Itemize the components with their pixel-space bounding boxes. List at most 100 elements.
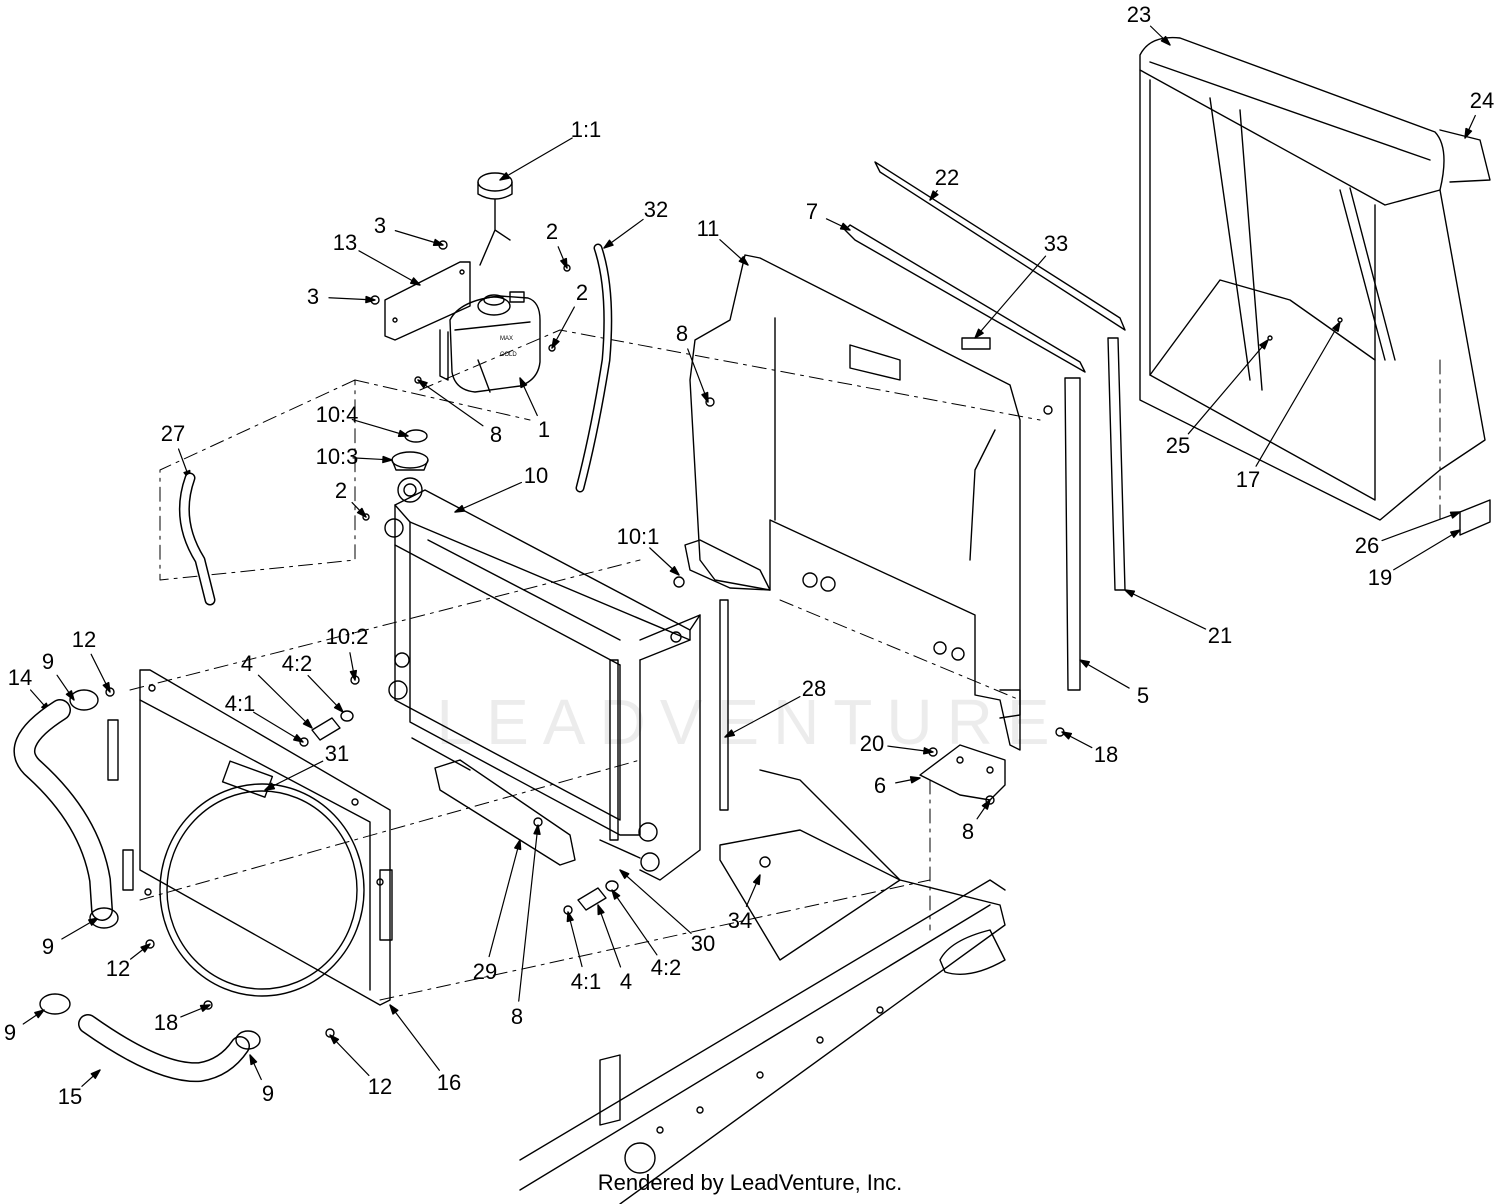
seal-strips <box>844 161 1126 691</box>
assembly-dash-lines <box>129 329 1441 1001</box>
leader-arrowhead <box>302 718 313 729</box>
callout-label: 4 <box>240 651 254 676</box>
watermark: LEADVENTURE <box>436 686 1064 758</box>
fittings <box>299 710 619 915</box>
leader-arrowhead <box>551 337 560 349</box>
callout-label: 20 <box>859 731 885 756</box>
callout-label: 5 <box>1136 683 1150 708</box>
svg-text:MAX: MAX <box>500 336 513 342</box>
leader-line <box>257 674 313 729</box>
leader-arrowhead <box>432 238 444 246</box>
leader-arrowhead <box>90 1069 101 1079</box>
reservoir-cap <box>477 172 513 266</box>
leader-arrowhead <box>701 391 709 403</box>
callout-label: 6 <box>873 773 887 798</box>
leader-arrowhead <box>1464 127 1473 139</box>
leader-arrowhead <box>981 799 991 810</box>
callout-label: 12 <box>71 627 97 652</box>
fan-shroud <box>107 669 393 1006</box>
radiator-mount-frame <box>684 254 1021 751</box>
callout-label: 33 <box>1043 231 1069 256</box>
leader-line <box>597 904 622 968</box>
radiator-lower-bracket <box>434 759 576 866</box>
leader-arrowhead <box>349 669 358 681</box>
callout-label: 17 <box>1235 467 1261 492</box>
coolant-reservoir: MAX COLD <box>449 291 541 393</box>
leader-arrowhead <box>514 839 522 851</box>
leader-arrowhead <box>1332 321 1341 332</box>
callout-label: 34 <box>727 908 753 933</box>
leader-line <box>611 889 658 956</box>
callout-label: 9 <box>41 934 55 959</box>
footer-credit: Rendered by LeadVenture, Inc. <box>597 1170 903 1195</box>
callout-label: 18 <box>153 1010 179 1035</box>
hardware <box>105 240 1343 1038</box>
callout-label: 23 <box>1126 2 1152 27</box>
callout-label: 27 <box>160 421 186 446</box>
callout-label: 2 <box>575 280 589 305</box>
leader-line <box>1187 339 1269 435</box>
leader-line <box>499 137 573 181</box>
leader-arrowhead <box>34 1009 45 1019</box>
chassis-frame <box>519 769 1006 1204</box>
callout-label: 9 <box>3 1020 17 1045</box>
callout-label: 8 <box>489 422 503 447</box>
callout-label: 14 <box>7 665 33 690</box>
leader-line <box>974 255 1047 339</box>
callout-label: 30 <box>690 931 716 956</box>
callout-label: 4 <box>619 969 633 994</box>
leader-arrowhead <box>1079 659 1091 668</box>
leader-arrowhead <box>752 874 761 886</box>
leader-arrowhead <box>249 1054 258 1066</box>
decal <box>961 337 991 350</box>
leader-arrowhead <box>333 702 344 713</box>
callout-label: 32 <box>643 197 669 222</box>
rear-housing <box>1139 36 1491 536</box>
lower-hose-bottom <box>39 993 261 1083</box>
leader-line <box>518 824 539 1002</box>
leader-line <box>1381 511 1461 542</box>
callout-label: 8 <box>675 321 689 346</box>
callout-label: 13 <box>332 230 358 255</box>
mount-bracket <box>919 744 1006 801</box>
callout-label: 2 <box>545 219 559 244</box>
leader-arrowhead <box>140 943 151 953</box>
callout-label: 10:3 <box>315 444 359 469</box>
callout-label: 9 <box>41 649 55 674</box>
leader-line <box>619 869 692 934</box>
leader-arrowhead <box>389 1004 399 1015</box>
leader-arrowhead <box>533 824 541 835</box>
leader-arrowhead <box>1449 511 1461 519</box>
leader-line <box>1393 529 1461 571</box>
leader-arrowhead <box>417 379 428 389</box>
overflow-hose <box>575 243 613 493</box>
radiator <box>384 477 729 881</box>
callout-label: 16 <box>436 1070 462 1095</box>
leader-arrowhead <box>909 776 921 784</box>
callout-label: 12 <box>367 1074 393 1099</box>
leader-arrowhead <box>669 565 680 576</box>
radiator-cap <box>391 429 429 471</box>
leader-arrowhead <box>619 869 630 879</box>
callout-label: 2 <box>334 478 348 503</box>
callout-label: 11 <box>696 216 720 241</box>
callout-label: 9 <box>261 1081 275 1106</box>
leader-arrowhead <box>603 239 614 249</box>
callout-label: 21 <box>1207 623 1233 648</box>
leader-arrowhead <box>929 190 939 201</box>
leader-arrowhead <box>1124 589 1136 598</box>
callout-label: 4:1 <box>570 969 602 994</box>
leader-line <box>417 379 484 427</box>
leader-arrowhead <box>611 889 621 900</box>
callout-label: 1:1 <box>570 117 602 142</box>
callout-label: 19 <box>1367 565 1393 590</box>
callout-label: 29 <box>472 959 498 984</box>
callout-label: 10:4 <box>315 402 359 427</box>
callout-label: 4:1 <box>224 691 256 716</box>
leader-arrowhead <box>102 681 111 693</box>
callout-label: 3 <box>306 284 320 309</box>
callout-label: 1 <box>537 417 551 442</box>
leader-line <box>488 839 521 958</box>
leader-arrowhead <box>1259 339 1269 350</box>
